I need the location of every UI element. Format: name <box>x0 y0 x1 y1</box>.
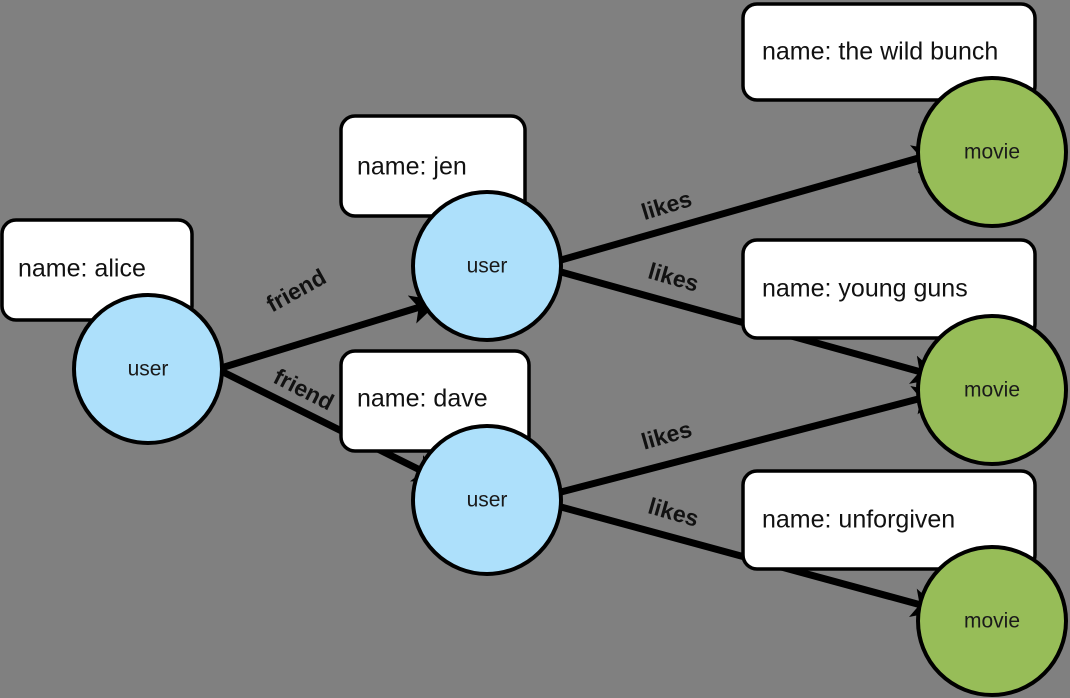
edge-layer <box>219 145 943 617</box>
edge-label-jen-wildbunch: likes <box>638 185 695 225</box>
edge-label-alice-jen: friend <box>262 263 330 317</box>
property-box-young_guns <box>741 238 1037 340</box>
property-text-alice: name: alice <box>18 255 146 283</box>
edge-label-alice-dave: friend <box>270 363 339 415</box>
node-label-jen: user <box>467 255 508 278</box>
node-label-unforgiven: movie <box>964 610 1020 633</box>
node-unforgiven[interactable] <box>916 545 1068 697</box>
node-jen[interactable] <box>411 190 563 342</box>
node-label-alice: user <box>128 358 169 381</box>
node-layer: user user user movie movie movie <box>72 76 1068 697</box>
property-text-unforgiven: name: unforgiven <box>762 506 955 534</box>
edge-label-dave-youngguns: likes <box>638 416 694 455</box>
edge-dave-youngguns <box>560 385 943 496</box>
node-label-the_wild_bunch: movie <box>964 141 1020 164</box>
node-the_wild_bunch[interactable] <box>916 76 1068 228</box>
property-text-young_guns: name: young guns <box>762 275 968 303</box>
node-label-young_guns: movie <box>964 379 1020 402</box>
edge-jen-youngguns <box>560 268 942 384</box>
edge-dave-unforgiven <box>560 503 942 617</box>
edge-alice-dave <box>219 367 443 482</box>
property-box-the_wild_bunch <box>741 2 1037 102</box>
edge-label-jen-youngguns: likes <box>645 258 701 297</box>
property-box-unforgiven <box>741 469 1037 571</box>
edge-alice-jen <box>219 295 441 372</box>
node-young_guns[interactable] <box>916 314 1068 466</box>
node-dave[interactable] <box>411 424 563 576</box>
property-text-the_wild_bunch: name: the wild bunch <box>762 38 998 66</box>
property-text-dave: name: dave <box>357 385 488 413</box>
node-label-dave: user <box>467 489 508 512</box>
edge-jen-wildbunch <box>560 145 943 264</box>
edge-label-dave-unforgiven: likes <box>645 493 701 532</box>
property-text-jen: name: jen <box>357 153 467 181</box>
node-alice[interactable] <box>72 293 224 445</box>
